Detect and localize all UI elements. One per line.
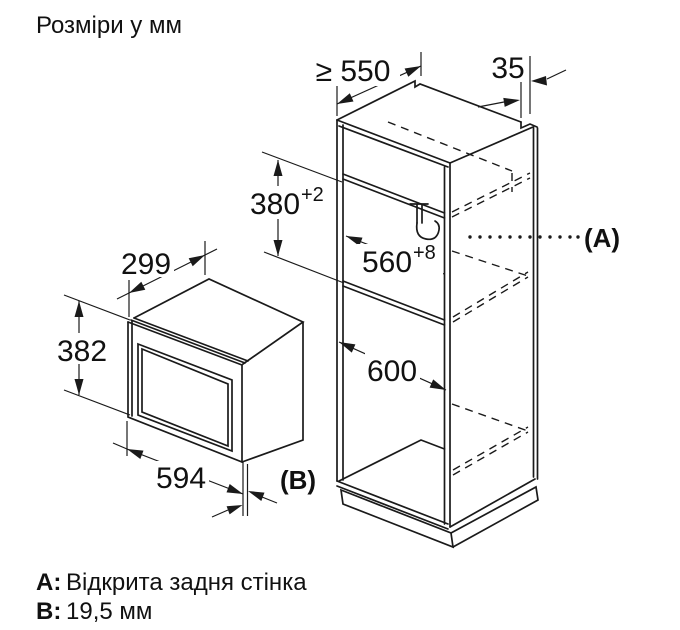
page-title: Розміри у мм <box>36 12 182 39</box>
cabinet-drawing <box>336 79 539 549</box>
ext-appliance-height <box>63 294 131 416</box>
door-top-edge3 <box>133 317 249 362</box>
cabinet-side-top-edge <box>449 126 534 164</box>
plinth-side <box>450 485 539 548</box>
cabinet-top-front-edge-inner <box>338 125 449 168</box>
dim-min-depth-label: ≥ 550 <box>316 55 391 88</box>
cabinet-hidden-edges <box>387 121 531 476</box>
dim-door-protrusion-leaders <box>211 496 278 518</box>
dim-rear-gap-leaders <box>477 69 567 108</box>
ext-door-protrusion <box>242 462 249 516</box>
callout-a-leader <box>468 235 580 239</box>
body-side-face <box>241 321 304 463</box>
dim-appliance-depth-label: 299 <box>121 248 171 281</box>
label-backgrounds <box>55 50 527 491</box>
ext-niche-height <box>261 151 345 284</box>
shelf-lower-line1 <box>342 280 446 321</box>
floor-back-edge <box>338 439 446 482</box>
dashed-floor-back <box>452 426 529 476</box>
dim-lower-niche-label: 600 <box>367 355 417 388</box>
cabinet-rear-step <box>520 121 538 130</box>
dashed-shelf-upper-back <box>451 172 531 218</box>
side-panel-bottom <box>449 478 536 528</box>
footnote-a-text: Відкрита задня стінка <box>66 569 307 596</box>
shelf-lower-line2 <box>342 285 446 326</box>
footnote-a-key: A: <box>36 569 61 596</box>
dim-rear-gap-label: 35 <box>491 52 524 85</box>
callout-a-label: (A) <box>584 223 620 253</box>
dimension-arrowheads <box>74 66 547 515</box>
dim-appliance-height-label: 382 <box>57 335 107 368</box>
dashed-shelf-lower-back <box>452 271 529 323</box>
door-window-inner <box>141 347 229 448</box>
dim-niche-height-tolerance: +2 <box>301 184 324 206</box>
door-window-outer <box>137 342 233 453</box>
plinth-front <box>339 488 455 549</box>
cabinet-top-front-edge <box>336 119 451 164</box>
door-top-edge1 <box>127 321 243 366</box>
floor-front-edge1 <box>336 480 449 525</box>
dashed-mid-back-top <box>451 250 529 277</box>
ext-appliance-depth <box>128 241 206 317</box>
dashed-lower-back-top <box>451 403 529 432</box>
dim-appliance-width-label: 594 <box>156 462 206 495</box>
footnote-b-text: 19,5 мм <box>66 598 152 625</box>
shelf-upper-line2 <box>342 178 446 219</box>
microwave-drawing <box>127 278 305 464</box>
shelf-upper-line1 <box>342 173 446 214</box>
body-top-face <box>133 278 305 365</box>
dim-niche-width-label: 560 <box>362 246 412 279</box>
footnote-b-key: B: <box>36 598 61 625</box>
door-top-edge2 <box>130 319 246 364</box>
cable-hook <box>415 220 441 241</box>
dim-niche-height-label: 380 <box>250 188 300 221</box>
cable-symbol <box>409 203 429 224</box>
floor-front-edge2 <box>336 485 449 530</box>
cabinet-top-back-edge <box>336 79 522 123</box>
callout-b-label: (B) <box>280 465 316 495</box>
door-outline <box>127 321 243 464</box>
dim-niche-width-tolerance: +8 <box>413 242 436 264</box>
